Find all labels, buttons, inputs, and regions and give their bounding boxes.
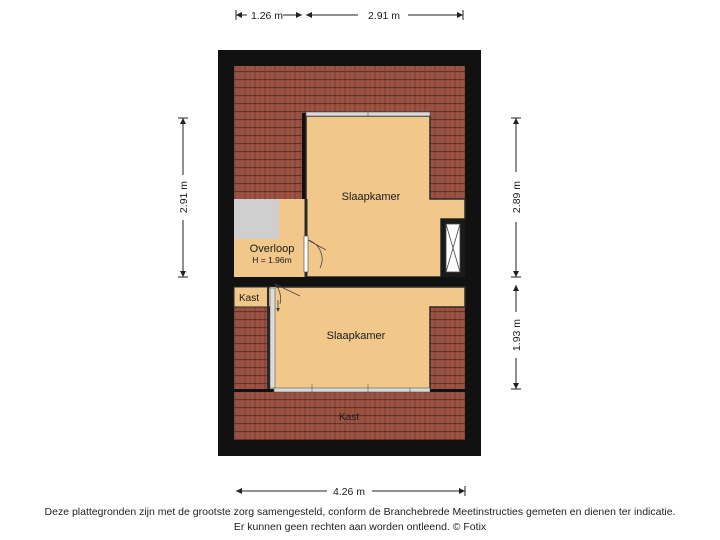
roof-slope-right-upper bbox=[430, 113, 465, 199]
dim-label-top-right: 2.91 m bbox=[368, 10, 400, 22]
label-slaapkamer-bottom: Slaapkamer bbox=[327, 330, 386, 342]
label-slaapkamer-top: Slaapkamer bbox=[342, 191, 401, 203]
stair-area-fill bbox=[234, 199, 279, 239]
disclaimer-line-2: Er kunnen geen rechten aan worden ontlee… bbox=[233, 521, 487, 533]
label-overloop: Overloop bbox=[250, 243, 295, 255]
label-kast-left: Kast bbox=[239, 293, 259, 304]
door-slaapkamer-bottom bbox=[269, 287, 276, 389]
dim-label-top-left: 1.26 m bbox=[251, 10, 283, 22]
roof-slope-bottom bbox=[234, 392, 465, 440]
dim-label-bottom: 4.26 m bbox=[333, 486, 365, 498]
disclaimer: Deze plattegronden zijn met de grootste … bbox=[0, 505, 720, 535]
door-swing-bottom bbox=[274, 283, 301, 305]
label-overloop-height: H = 1.96m bbox=[252, 255, 291, 265]
roof-slope-right-lower bbox=[430, 307, 465, 389]
partition-wall bbox=[234, 277, 465, 284]
window-bottom bbox=[273, 387, 431, 393]
roof-slope-top bbox=[234, 66, 465, 113]
door-swing-overloop bbox=[307, 239, 327, 269]
dimension-right-top bbox=[511, 117, 521, 278]
roof-slope-left-upper bbox=[234, 113, 302, 199]
dim-label-right-top: 2.89 m bbox=[511, 181, 523, 213]
dim-label-left: 2.91 m bbox=[178, 181, 190, 213]
label-kast-bottom: Kast bbox=[339, 412, 359, 423]
dim-label-right-bottom: 1.93 m bbox=[511, 319, 523, 351]
roof-slope-left-lower bbox=[234, 307, 268, 389]
door-overloop bbox=[303, 235, 309, 273]
disclaimer-line-1: Deze plattegronden zijn met de grootste … bbox=[44, 506, 676, 518]
